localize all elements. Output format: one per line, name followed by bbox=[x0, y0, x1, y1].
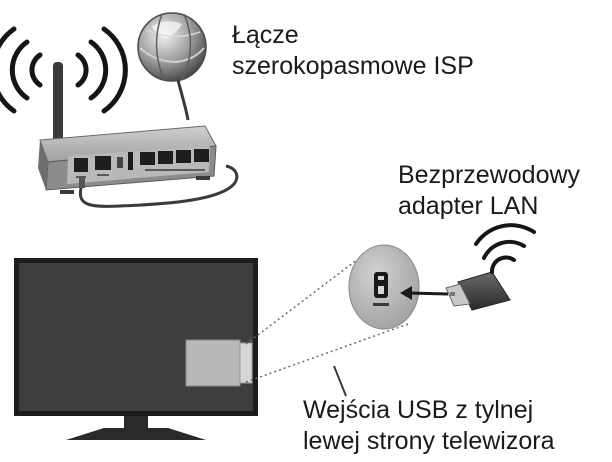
adapter-label-line1: Bezprzewodowy bbox=[398, 161, 581, 189]
usb-port-icon bbox=[373, 272, 389, 306]
isp-label: Łącze szerokopasmowe ISP bbox=[232, 20, 474, 82]
television-icon bbox=[14, 258, 258, 440]
isp-cable bbox=[176, 79, 190, 121]
usb-label: Wejścia USB z tylnej lewej strony telewi… bbox=[303, 395, 555, 457]
isp-label-line2: szerokopasmowe ISP bbox=[232, 52, 474, 80]
globe-icon bbox=[137, 12, 207, 82]
callout-lines bbox=[245, 249, 409, 383]
usb-label-line1: Wejścia USB z tylnej bbox=[303, 396, 534, 424]
isp-label-line1: Łącze bbox=[232, 21, 299, 49]
cable-plug bbox=[79, 176, 85, 188]
usb-port-callout bbox=[348, 244, 420, 330]
wireless-router-icon bbox=[38, 62, 217, 194]
usb-wifi-dongle-icon bbox=[445, 271, 511, 311]
usb-label-line2: lewej strony telewizora bbox=[303, 427, 555, 455]
usb-label-pointer bbox=[333, 365, 347, 397]
adapter-label-line2: adapter LAN bbox=[398, 192, 539, 220]
adapter-label: Bezprzewodowy adapter LAN bbox=[398, 160, 580, 222]
lan-cable bbox=[78, 164, 239, 208]
insert-arrow-icon bbox=[400, 286, 449, 300]
wifi-signal-icon bbox=[474, 223, 536, 274]
router-signal-icon bbox=[0, 26, 128, 114]
